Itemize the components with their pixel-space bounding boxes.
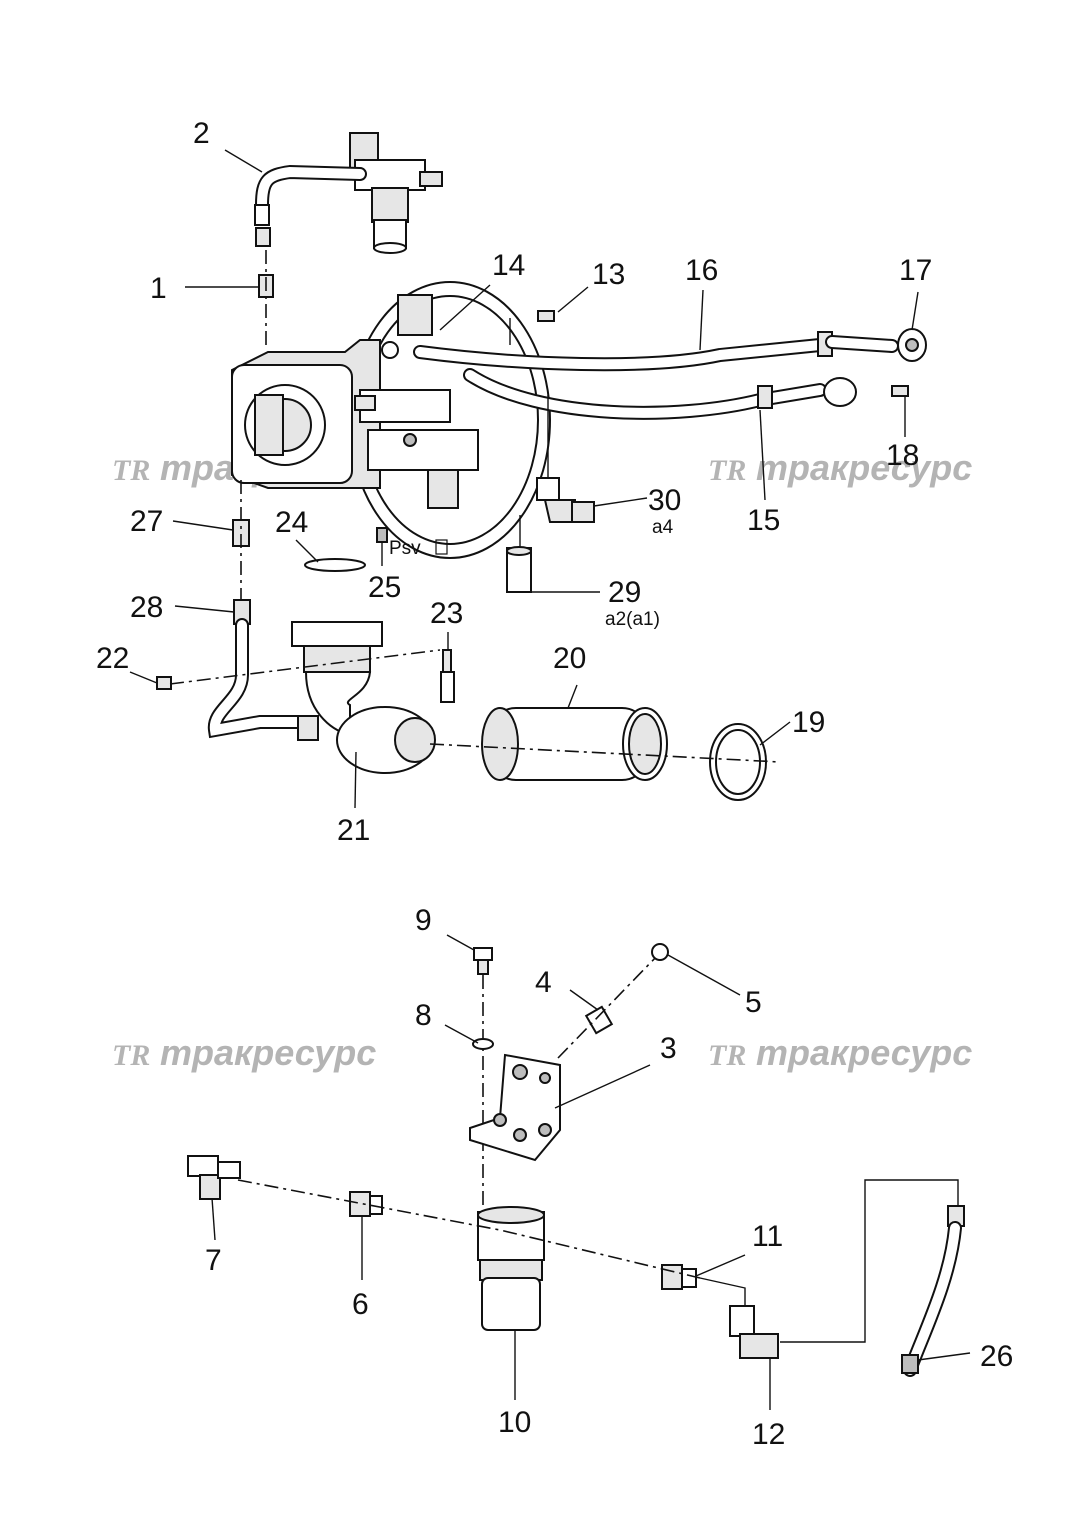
watermark-top-right: TR тракресурс [708,447,972,488]
hose-part-15 [463,368,827,420]
port-label-29: a2(a1) [605,609,660,630]
part-number-19: 19 [792,706,825,739]
part-number-27: 27 [130,505,163,538]
elbow-fitting-part-30 [536,477,595,523]
bolt-part-9 [473,947,493,1225]
part-number-29: 29 [608,576,641,609]
watermark-bottom-right: TR тракресурс [708,1032,972,1073]
watermark-text: тракресурс [756,447,972,488]
part-number-7: 7 [205,1244,222,1277]
hose-part-16 [413,331,899,372]
part-number-9: 9 [415,904,432,937]
pump-body [231,339,479,489]
part-number-25: 25 [368,571,401,604]
part-number-2: 2 [193,117,210,150]
part-number-23: 23 [430,597,463,630]
part-number-13: 13 [592,258,625,291]
part-number-14: 14 [492,249,525,282]
hose-part-28 [207,599,319,741]
fitting-part-11 [661,1264,697,1290]
port-label-30: a4 [652,517,674,538]
part-number-1: 1 [150,272,167,305]
part-number-12: 12 [752,1418,785,1451]
part-number-4: 4 [535,966,552,999]
tee-fitting-part-7 [187,1155,241,1200]
clamp-part-19 [709,723,767,801]
spacer-part-4 [557,954,659,1059]
part-number-22: 22 [96,642,129,675]
watermark-logo: TR [708,454,746,487]
axis-line [169,649,441,685]
hose-sleeve-part-20 [481,707,668,781]
washer-part-8 [472,1038,494,1050]
part-number-11: 11 [752,1220,783,1253]
axis-line [237,1179,701,1279]
psv-box-glyph [435,539,448,555]
part-number-10: 10 [498,1406,531,1439]
bracket-part-3 [469,1053,561,1162]
part-number-17: 17 [899,254,932,287]
watermark-text: тракресурс [160,1032,376,1073]
plug-part-25 [376,527,388,543]
part-number-8: 8 [415,999,432,1032]
part-number-21: 21 [337,814,370,847]
part-number-3: 3 [660,1032,677,1065]
connector-line [699,1277,746,1306]
fitting-part-27 [232,480,250,610]
ring-part-5 [651,943,669,961]
part-number-30: 30 [648,484,681,517]
leader-lines [129,149,971,1410]
bolt-part-13 [537,310,555,322]
watermark-logo: TR [112,1039,150,1072]
hose-part-2 [254,164,367,247]
filter-part-10 [477,1206,545,1331]
oring-part-24 [304,558,366,572]
watermark-bottom-left: TR тракресурс [112,1032,376,1073]
fitting-part-6 [349,1191,383,1217]
elbow-fitting-part-12 [729,1305,779,1359]
top-filter-assembly [349,132,443,254]
watermark-logo: TR [112,454,150,487]
plug-part-22 [156,676,172,690]
fitting-part-1 [258,250,274,350]
watermark-logo: TR [708,1039,746,1072]
elbow-part-21 [291,621,436,774]
axis-line [429,743,781,763]
part-number-16: 16 [685,254,718,287]
watermark-text: тракресурс [756,1032,972,1073]
flange-part-17 [897,328,927,362]
psv-port-label: Psv [389,538,421,559]
part-number-28: 28 [130,591,163,624]
part-number-24: 24 [275,506,308,539]
connector-line [780,1179,959,1343]
part-number-18: 18 [886,439,919,472]
part-number-20: 20 [553,642,586,675]
hose-part-26 [901,1205,965,1377]
part-number-6: 6 [352,1288,369,1321]
part-number-5: 5 [745,986,762,1019]
part-number-15: 15 [747,504,780,537]
clamp-part-18 [823,377,909,407]
bolt-part-23 [440,649,455,703]
cap-part-29 [506,546,532,593]
part-number-26: 26 [980,1340,1013,1373]
